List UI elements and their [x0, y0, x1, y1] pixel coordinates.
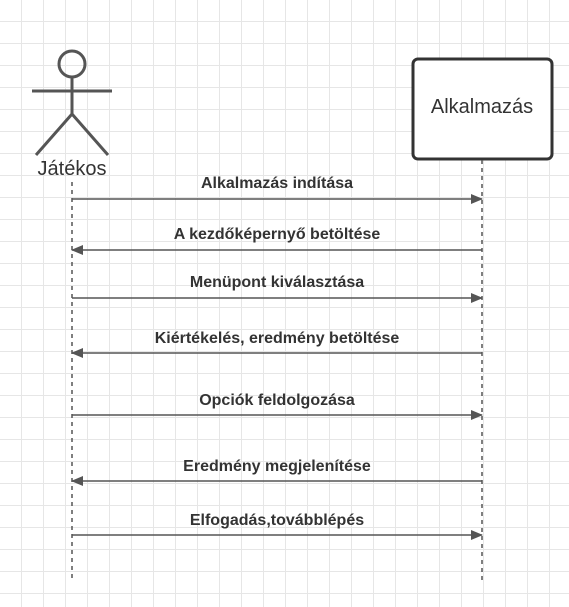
message: A kezdőképernyő betöltése [71, 226, 482, 255]
actor: Játékos [32, 49, 112, 180]
message: Menüpont kiválasztása [72, 274, 483, 303]
message-label: Opciók feldolgozása [199, 392, 355, 409]
message: Alkalmazás indítása [72, 175, 483, 204]
message: Kiértékelés, eredmény betöltése [71, 330, 482, 358]
message: Elfogadás,továbblépés [72, 512, 483, 540]
system-participant: Alkalmazás [411, 57, 554, 161]
messages: Alkalmazás indítása A kezdőképernyő betö… [71, 175, 483, 540]
system-box [411, 57, 554, 161]
message-label: Eredmény megjelenítése [183, 458, 371, 475]
message: Opciók feldolgozása [72, 392, 483, 420]
message: Eredmény megjelenítése [71, 458, 482, 486]
system-label: Alkalmazás [431, 96, 533, 118]
message-label: Elfogadás,továbblépés [190, 512, 364, 529]
actor-label: Játékos [38, 158, 107, 180]
message-label: Menüpont kiválasztása [190, 274, 364, 291]
message-label: A kezdőképernyő betöltése [174, 226, 381, 243]
message-label: Alkalmazás indítása [201, 175, 353, 192]
stick-figure-icon [32, 49, 112, 156]
message-label: Kiértékelés, eredmény betöltése [155, 330, 400, 347]
